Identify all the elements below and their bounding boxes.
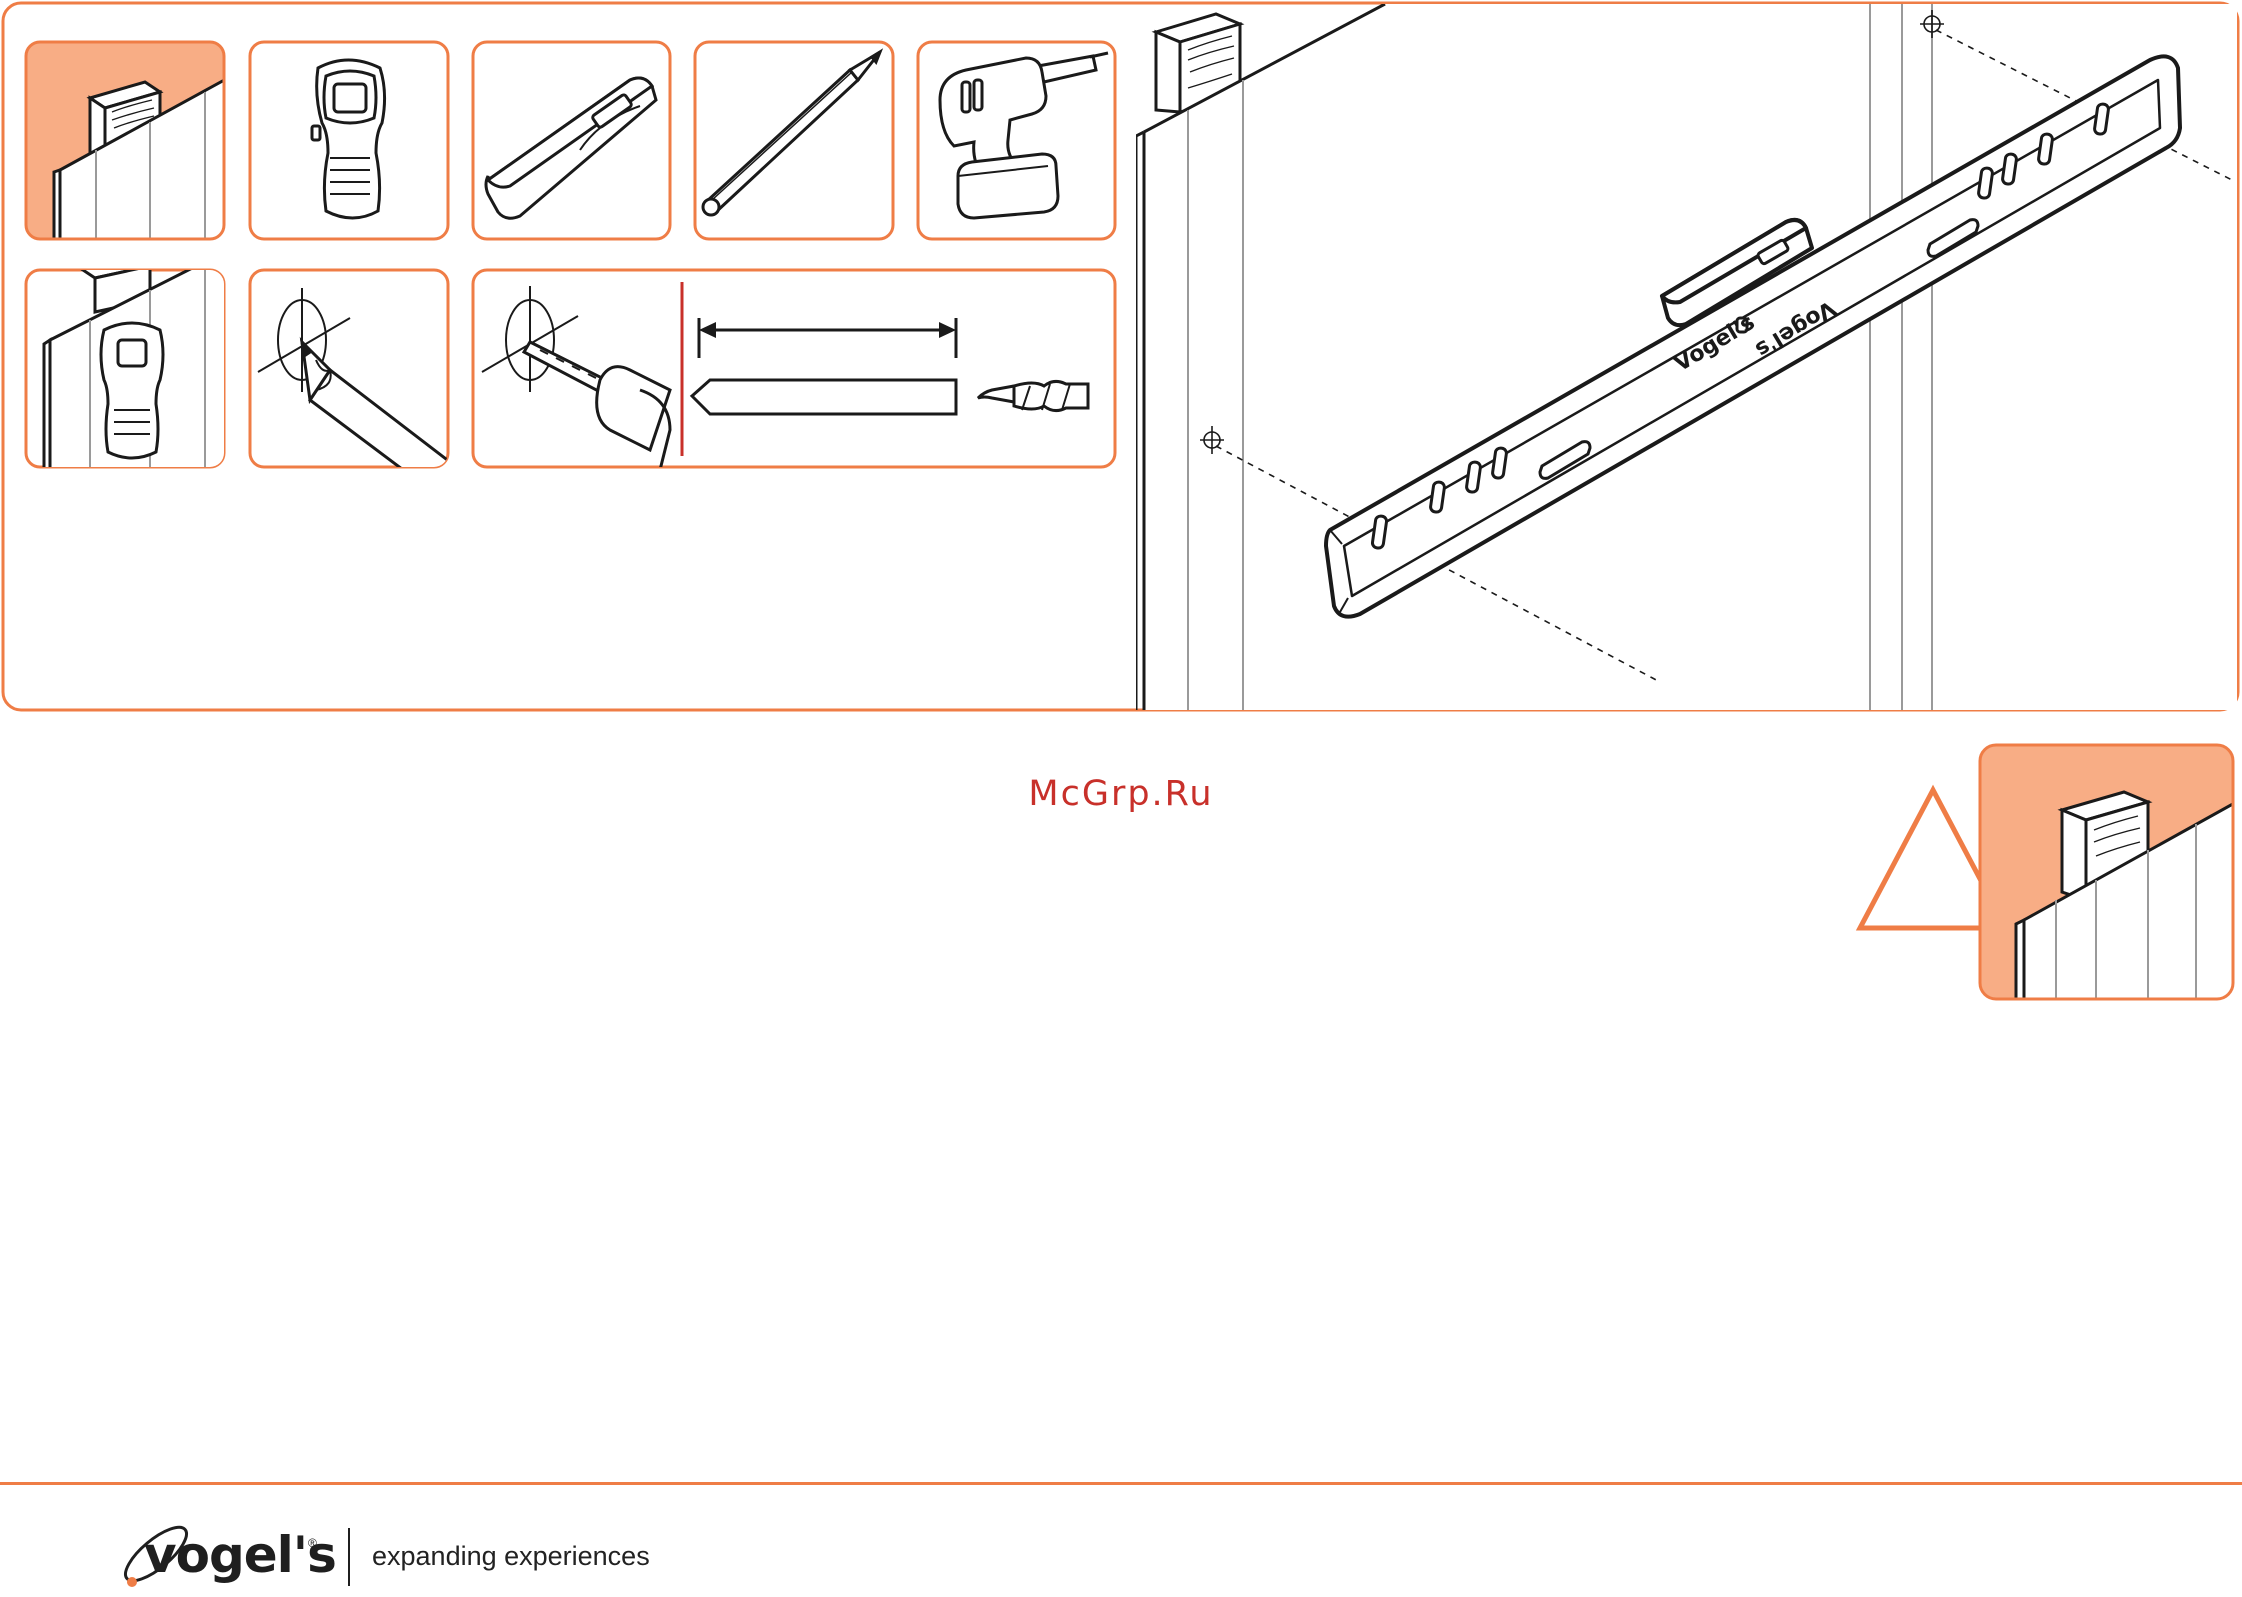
registered-mark: ® — [308, 1536, 317, 1550]
pencil-mark-icon — [250, 270, 450, 490]
spirit-level-icon — [473, 42, 670, 239]
drill-hole-icon — [473, 270, 1115, 470]
brand-tagline: expanding experiences — [372, 1541, 650, 1572]
stud-finder-on-wall-icon — [26, 250, 228, 470]
watermark-text: McGrp.Ru — [0, 774, 2242, 814]
logo-divider — [348, 1528, 350, 1586]
pencil-icon — [695, 42, 893, 239]
brand-logo: vogel's ® — [112, 1516, 352, 1596]
footer-divider — [0, 1482, 2242, 1485]
brand-name: vogel's — [144, 1526, 336, 1584]
power-drill-icon — [918, 42, 1115, 239]
stud-finder-icon — [250, 42, 448, 239]
wooden-stud-wall-icon — [26, 42, 228, 250]
